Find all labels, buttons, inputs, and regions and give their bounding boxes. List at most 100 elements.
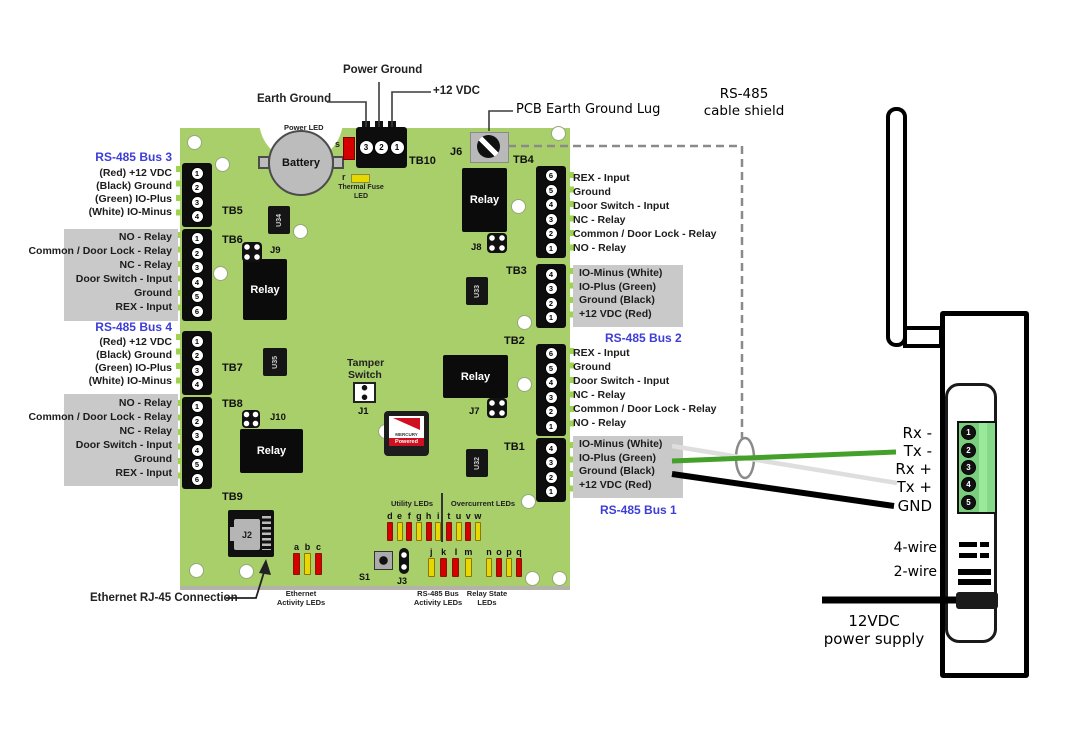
box2-line: Ground [134,453,172,465]
power-plug [956,592,998,609]
led-j [427,558,435,577]
mercury-brand: MERCURY [395,432,418,437]
s1-label: S1 [359,572,371,582]
tb2-label: TB2 [504,335,525,347]
cable-shield-callout-2: cable shield [703,103,785,119]
tb1-line: IO-Minus (White) [579,438,663,450]
terminal-pin-5: 5 [544,361,558,375]
chip-u33: U33 [466,277,488,305]
led-letter-o: o [496,547,502,557]
tb9-label: TB9 [222,491,243,503]
tb4-line: Common / Door Lock - Relay [573,228,717,240]
jumper-j9 [242,242,262,262]
pin-ticks [569,268,574,326]
rs485-caption-1: RS-485 Bus [417,589,459,598]
rs485-bus4-title: RS-485 Bus 4 [95,320,172,334]
j6-label: J6 [450,146,463,158]
tb2-line: Door Switch - Input [573,375,670,387]
r-led-letter: r [342,172,346,182]
terminal-pin-2: 2 [961,442,976,458]
led-h [425,522,432,541]
terminal-pin-1: 1 [389,140,405,155]
mounting-hole [511,199,526,214]
utility-leds-caption: Utility LEDs [390,499,434,508]
wire-io-minus-white [671,443,898,486]
bus4-line: (Black) Ground [96,349,172,361]
j9-label: J9 [270,245,281,256]
terminal-pin-3: 3 [190,195,204,209]
tb6-label: TB6 [222,234,243,246]
led-letter-a: a [293,542,299,552]
battery: Battery [268,130,334,196]
battery-label: Battery [282,157,320,169]
rj45-plug: J2 [234,519,260,550]
terminal-pin-2: 2 [190,414,204,428]
box2-line: Door Switch - Input [75,439,172,451]
terminal-pin-4: 4 [190,378,204,392]
ethernet-callout: Ethernet RJ-45 Connection [90,592,238,604]
box1-line: Door Switch - Input [75,273,172,285]
led-o [496,558,502,577]
terminal-pin-5: 5 [544,183,558,197]
led-letter-u: u [455,511,462,521]
box2-line: NO - Relay [118,397,172,409]
led-i [435,522,442,541]
terminal-pin-6: 6 [544,169,558,183]
box1-line: NO - Relay [118,231,172,243]
pcb-lug-callout: PCB Earth Ground Lug [516,102,661,117]
mounting-hole [517,315,532,330]
plus12vdc-leader [391,91,431,127]
relay-2: Relay [240,429,303,473]
mounting-hole [521,494,536,509]
tb4-line: Ground [573,186,611,198]
chip-u32: U32 [466,449,488,477]
terminal-pin-4: 4 [544,376,558,390]
rs485-bus1-title: RS-485 Bus 1 [600,503,677,517]
terminal-pin-3: 3 [544,456,558,470]
terminal-pin-4: 4 [544,198,558,212]
box1-line: Common / Door Lock - Relay [28,245,172,257]
jumper-j7 [487,398,507,418]
relay-1: Relay [243,259,287,320]
terminal-pin-3: 3 [358,140,374,155]
plus12vdc-callout: +12 VDC [433,85,480,97]
terminal-pin-5: 5 [961,494,976,510]
pin-ticks [176,232,181,318]
j10-label: J10 [270,412,286,423]
bus4-line: (White) IO-Minus [88,375,172,387]
mounting-hole [552,571,567,586]
terminal-pin-4: 4 [544,267,558,281]
led-letter-j: j [429,547,433,557]
terminal-pin-2: 2 [544,470,558,484]
jumper-j3 [399,548,409,574]
pin-label-tx-plus: Tx + [896,478,932,496]
cable-shield-callout-1: RS-485 [719,86,769,102]
terminal-pin-2: 2 [544,227,558,241]
terminal-pin-3: 3 [190,261,204,275]
led-letter-e: e [397,511,403,521]
psu-label-1: 12VDC [848,612,900,630]
bus3-line: (Green) IO-Plus [94,193,172,205]
mounting-hole [551,126,566,141]
terminal-pin-3: 3 [544,390,558,404]
wire-io-plus-green [671,449,897,464]
terminal-pin-5: 5 [190,458,204,472]
mounting-hole [239,564,254,579]
mounting-hole [517,377,532,392]
mounting-hole [213,266,228,281]
tb2-line: REX - Input [573,347,630,359]
box1-line: Ground [134,287,172,299]
relay-label: Relay [469,194,500,206]
tb4-line: NO - Relay [573,242,627,254]
tb10-label: TB10 [409,155,436,167]
j8-label: J8 [471,242,482,253]
led-n [486,558,492,577]
terminal-pin-2: 2 [374,140,389,155]
